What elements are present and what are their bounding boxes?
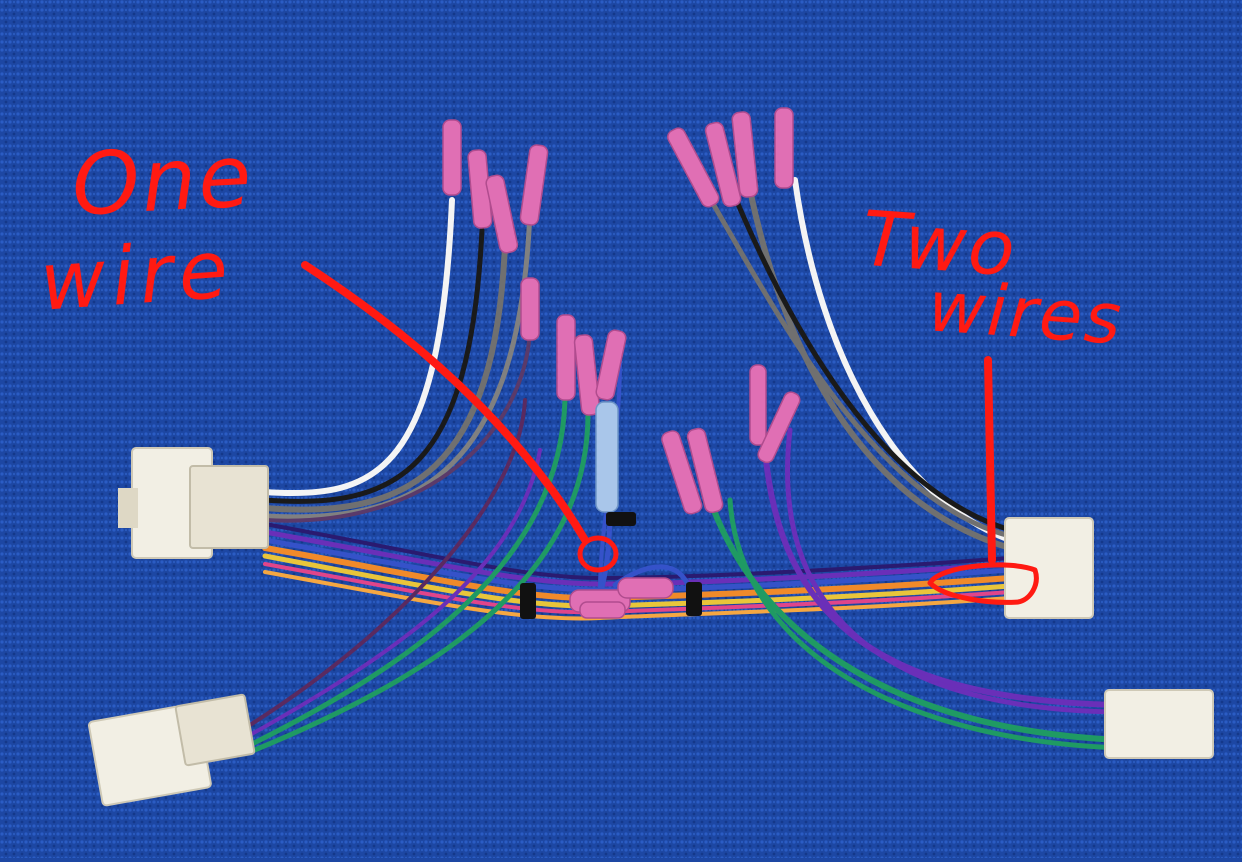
terminal-group-center bbox=[556, 314, 627, 513]
right-connector bbox=[1004, 517, 1094, 619]
bottom-right-wire-group bbox=[707, 427, 1123, 751]
left-pointer-line bbox=[301, 261, 589, 544]
top-left-connector bbox=[118, 447, 269, 559]
terminal-group-top-right bbox=[667, 107, 794, 208]
splice-sleeves bbox=[569, 577, 674, 619]
terminal-group-center-right bbox=[661, 364, 801, 515]
left-circle bbox=[577, 535, 619, 573]
terminal-group-top-left bbox=[442, 119, 549, 341]
right-top-wire-group bbox=[702, 177, 1013, 551]
bottom-right-connector bbox=[1104, 689, 1214, 759]
zip-ties bbox=[520, 512, 702, 619]
right-pointer-line bbox=[984, 356, 996, 564]
bottom-left-connector bbox=[88, 693, 256, 807]
right-circle bbox=[927, 562, 1039, 605]
annotation-marks bbox=[301, 261, 1039, 605]
